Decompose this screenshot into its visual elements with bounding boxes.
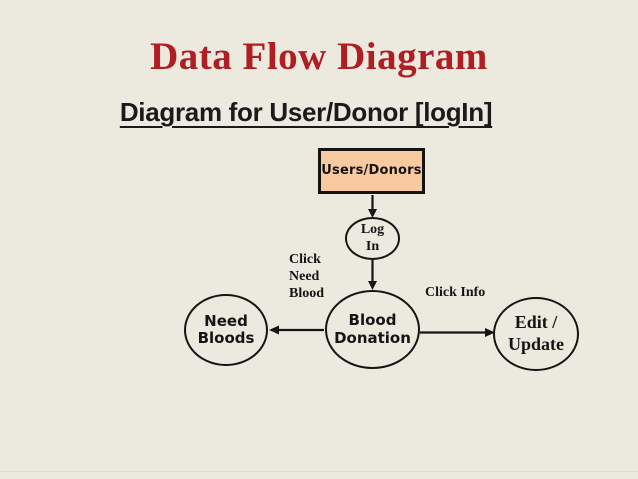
slide-bottom-edge-line	[0, 471, 638, 472]
node-edit-update-label-line2: Update	[507, 334, 564, 354]
node-need-bloods-label-line2: Bloods	[197, 329, 255, 347]
slide-subtitle: Diagram for User/Donor [logIn]	[119, 97, 493, 127]
node-need-bloods: Need Bloods	[184, 294, 268, 366]
node-log-in-label-line2: In	[365, 238, 380, 254]
node-blood-donation-label-line2: Donation	[334, 328, 411, 347]
edge-label-click-need-blood: Click Need Blood	[289, 251, 324, 302]
edge-label-click-info: Click Info	[425, 285, 486, 300]
node-blood-donation: Blood Donation	[325, 290, 420, 369]
arrow-users-to-login	[368, 195, 377, 218]
node-log-in: Log In	[345, 217, 400, 260]
arrow-blood-to-edit	[420, 328, 495, 337]
node-users-donors-label: Users/Donors	[321, 162, 422, 178]
arrow-blood-to-need	[269, 325, 324, 335]
node-users-donors: Users/Donors	[318, 148, 425, 194]
edge-label-click-need-blood-line1: Click	[289, 252, 321, 267]
node-edit-update-label-line1: Edit /	[514, 312, 558, 333]
arrow-login-to-blood	[368, 260, 377, 290]
node-blood-donation-label-line1: Blood	[348, 311, 397, 330]
node-log-in-label-line1: Log	[360, 222, 385, 238]
node-edit-update: Edit / Update	[493, 297, 579, 371]
slide-title: Data Flow Diagram	[150, 35, 488, 78]
edge-label-click-need-blood-line2: Need	[289, 269, 320, 284]
edge-label-click-need-blood-line3: Blood	[289, 286, 325, 301]
node-need-bloods-label-line1: Need	[204, 311, 248, 330]
